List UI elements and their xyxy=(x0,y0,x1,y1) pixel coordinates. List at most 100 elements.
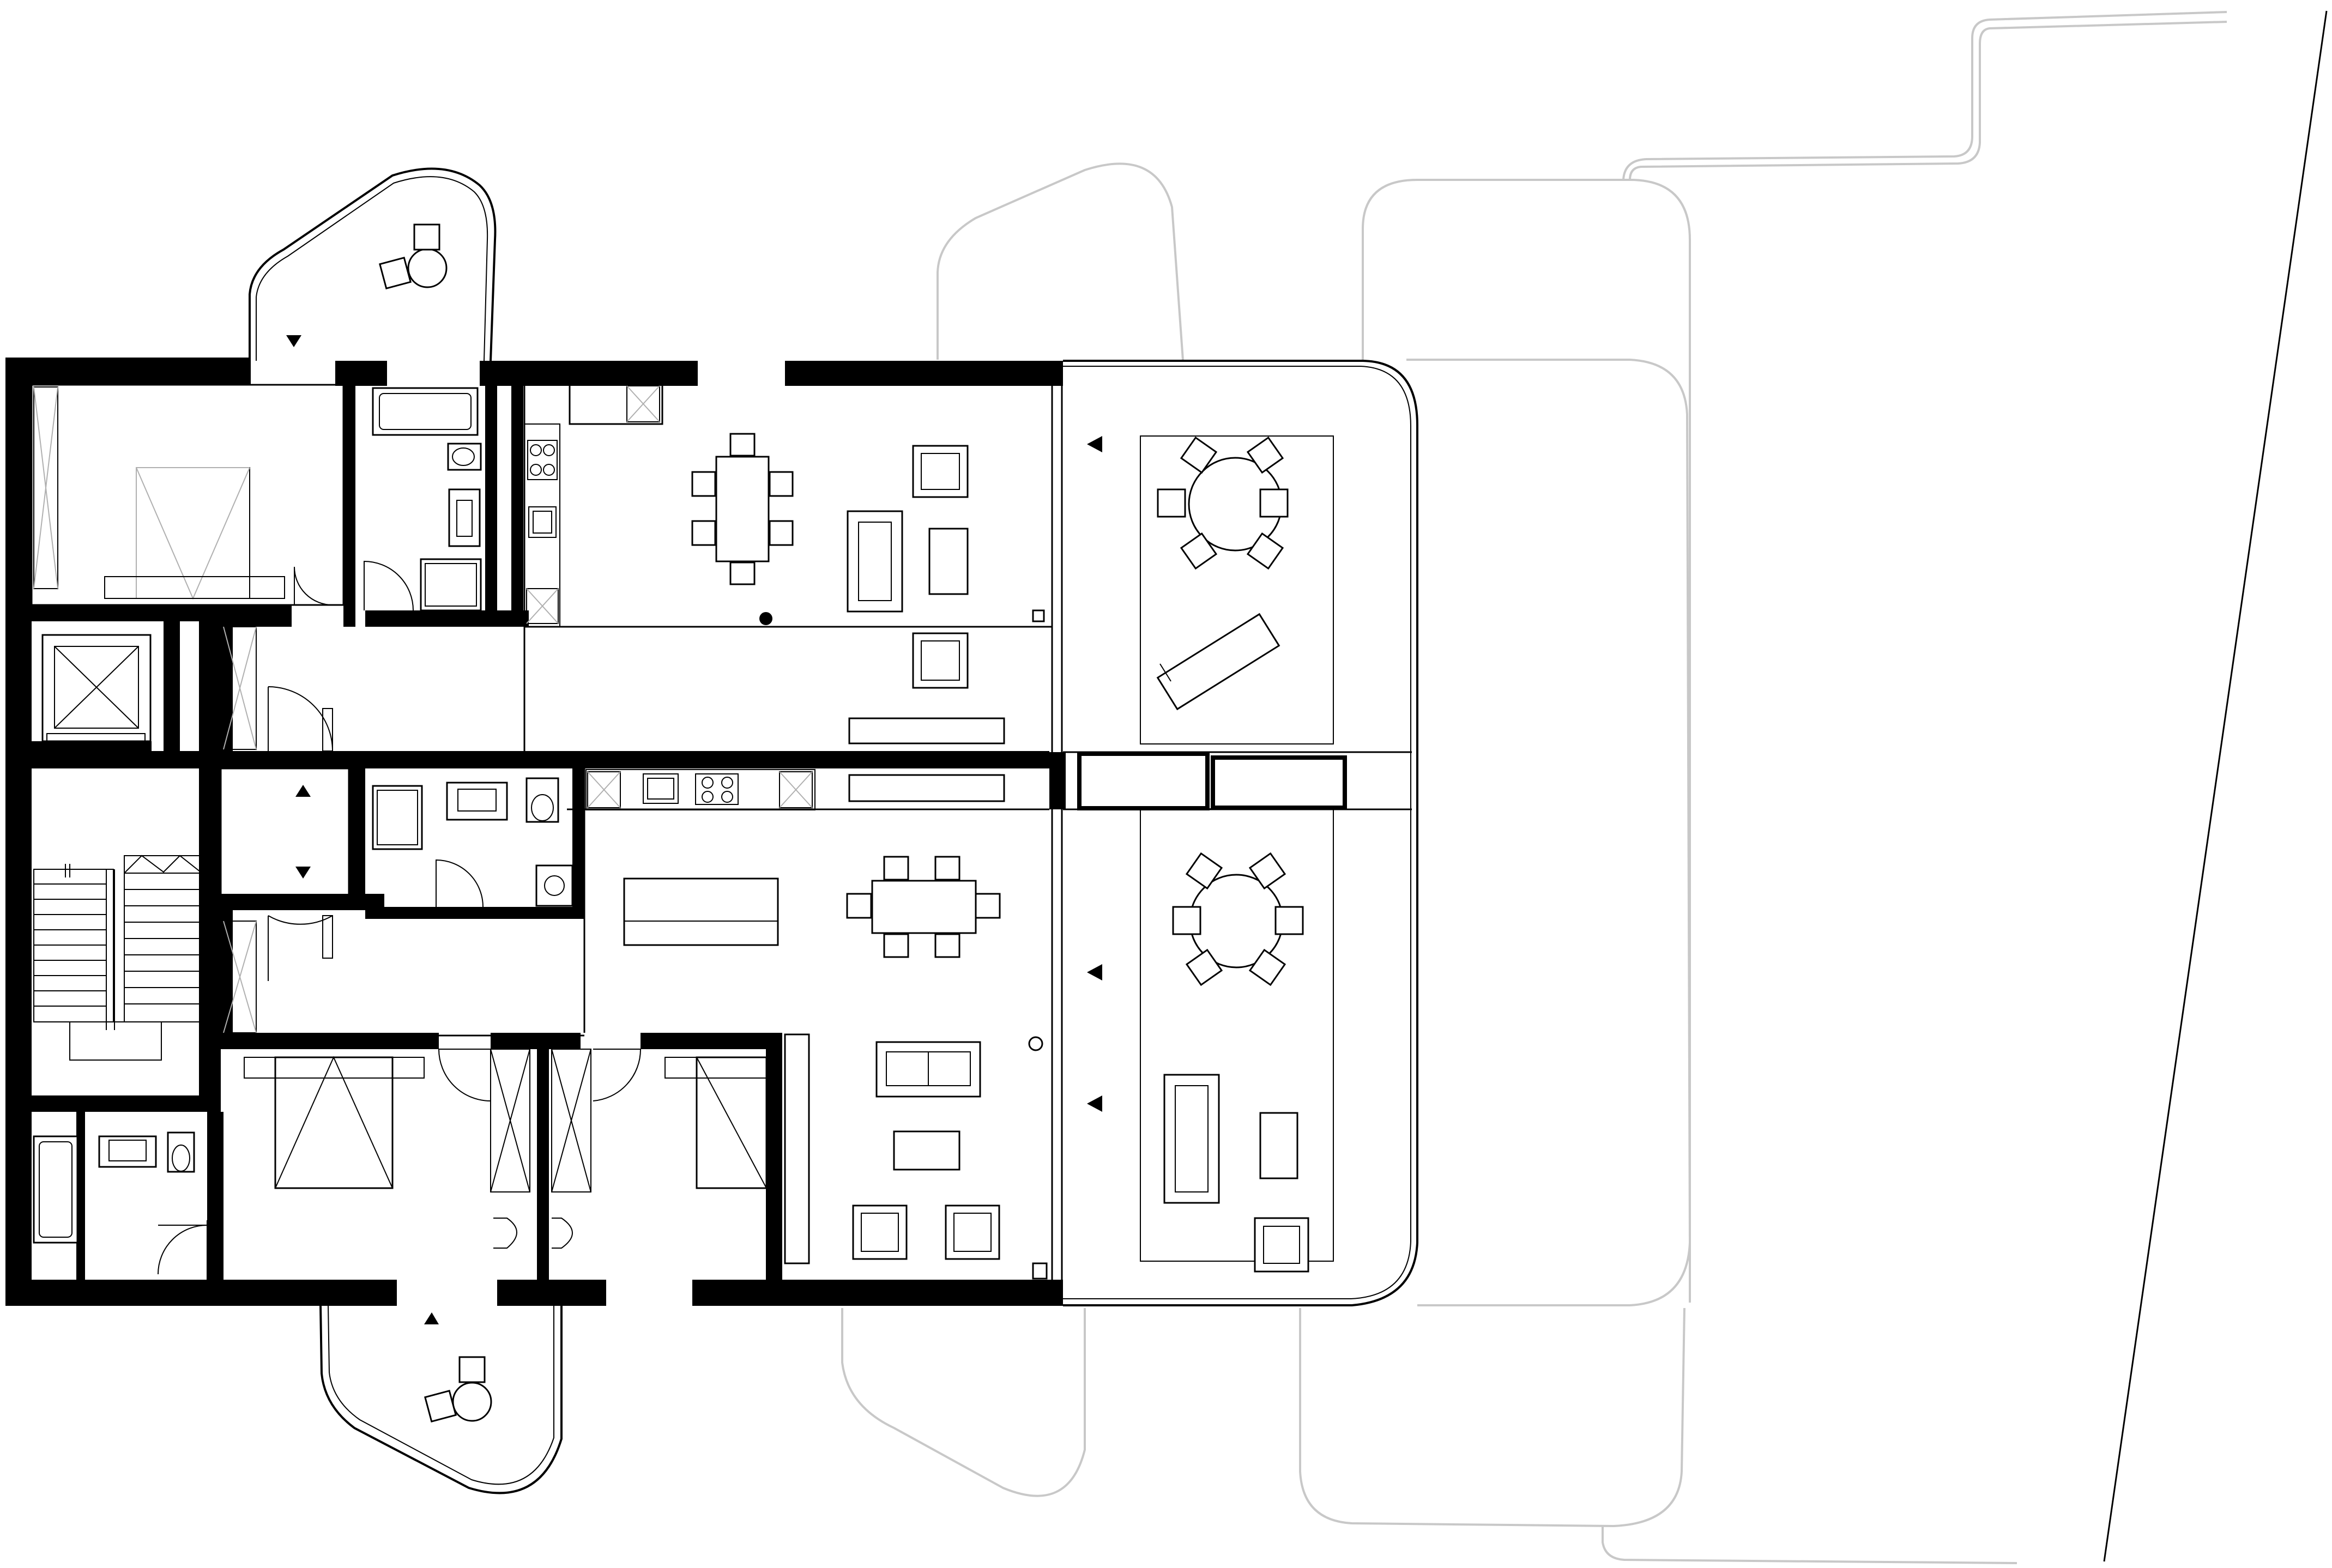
coffee-table-icon xyxy=(893,1130,960,1171)
bathroom-southwest xyxy=(33,1131,213,1280)
door-swing-icon xyxy=(268,915,333,981)
neighbour-block-mid xyxy=(1362,179,1691,1303)
chair-icon xyxy=(1259,488,1289,518)
armchair-icon xyxy=(912,445,969,498)
north-triangle-icon xyxy=(286,335,301,347)
stair-icon xyxy=(33,855,201,1061)
north-triangle-icon xyxy=(424,1312,439,1324)
chair-icon xyxy=(769,471,794,497)
chair-icon xyxy=(378,256,412,290)
chair-icon xyxy=(846,893,872,919)
arrow-marker-icon xyxy=(1087,1095,1102,1112)
door-swing-icon xyxy=(364,560,414,611)
kitchen-counter xyxy=(524,423,560,627)
fridge xyxy=(526,588,559,624)
shower-tray xyxy=(420,558,482,612)
balcony-south-inner xyxy=(328,1305,554,1485)
wardrobe xyxy=(551,1049,591,1192)
terrace-outline xyxy=(1063,360,1418,1306)
sun-lounger-headrest xyxy=(1159,663,1171,682)
walls xyxy=(5,358,1066,1306)
wardrobe xyxy=(490,1049,530,1192)
neighbour-outline-top xyxy=(1622,11,2227,180)
neighbour-block-bottom xyxy=(841,1308,1086,1497)
chair-icon xyxy=(1157,488,1186,518)
chair-icon xyxy=(691,520,716,546)
chair-icon xyxy=(769,520,794,546)
bedroom-northwest xyxy=(31,384,414,611)
chair-icon xyxy=(458,1356,486,1383)
planter xyxy=(1211,755,1347,810)
context-outlines xyxy=(841,10,2328,1564)
toilet-icon xyxy=(167,1131,195,1173)
door-swing-icon xyxy=(294,566,333,606)
bathroom-north xyxy=(372,387,482,612)
table-icon xyxy=(407,248,448,288)
sofa-icon xyxy=(1175,1085,1209,1192)
chair-icon xyxy=(413,223,440,251)
partitions xyxy=(221,386,1063,1280)
balcony-north xyxy=(249,167,497,361)
terrace-outline-inner xyxy=(1063,366,1411,1299)
chair-icon xyxy=(883,856,909,881)
toilet-icon xyxy=(525,777,559,823)
kitchen-counter xyxy=(585,769,815,810)
door-swing-icon xyxy=(436,859,484,907)
core xyxy=(33,626,350,1061)
neighbour-block-bottom-2 xyxy=(1299,1307,1685,1528)
living-north xyxy=(524,385,1045,744)
balcony-north-outline xyxy=(249,167,497,361)
cabinet xyxy=(626,385,660,422)
chair-icon xyxy=(1172,906,1201,935)
door-swing-icon xyxy=(158,1225,208,1275)
arrow-marker-icon xyxy=(295,867,311,879)
terrace-rug-north xyxy=(1140,435,1334,744)
sun-lounger-icon xyxy=(1156,613,1280,711)
cooktop-icon xyxy=(695,773,739,805)
bedroom-southwest xyxy=(244,1049,530,1249)
door-swing-icon xyxy=(268,686,333,752)
site-boundary-line xyxy=(2103,10,2328,1562)
cooktop-icon xyxy=(527,440,558,480)
sink-icon xyxy=(528,506,557,538)
wardrobe xyxy=(223,921,257,1033)
neighbour-block-mid-2 xyxy=(1406,359,1691,1306)
chair-icon xyxy=(1180,436,1218,474)
bed-icon xyxy=(274,1056,394,1189)
arrow-marker-icon xyxy=(1087,436,1102,452)
chair-icon xyxy=(729,561,756,585)
chair-icon xyxy=(729,433,756,457)
shower-tray xyxy=(372,785,423,850)
bathtub-icon xyxy=(33,1135,78,1244)
sofa-icon xyxy=(1163,1074,1220,1204)
terrace xyxy=(1063,360,1418,1306)
chair-icon xyxy=(1180,532,1218,570)
sofa-icon xyxy=(847,510,903,613)
armchair-icon xyxy=(852,1204,908,1260)
washing-machine xyxy=(535,864,573,907)
chair-icon xyxy=(883,933,909,958)
chair-icon xyxy=(1246,532,1284,570)
balcony-south-outline xyxy=(319,1305,563,1494)
kitchen-island xyxy=(623,877,779,946)
bathtub-icon xyxy=(372,387,479,436)
armchair-icon xyxy=(945,1204,1000,1260)
bathroom-middle xyxy=(372,777,573,907)
sink-icon xyxy=(98,1135,157,1168)
chair-icon xyxy=(691,471,716,497)
sink-icon xyxy=(448,488,481,547)
chair-icon xyxy=(934,856,960,881)
sideboard xyxy=(848,717,1005,744)
chair-icon xyxy=(1248,852,1286,890)
door-swing-icon xyxy=(593,1049,642,1101)
column xyxy=(759,612,772,625)
bed-icon xyxy=(136,467,250,599)
wardrobe xyxy=(223,626,257,750)
arrow-marker-icon xyxy=(1087,964,1102,980)
coffee-table-icon xyxy=(1259,1112,1298,1179)
neighbour-outline-bottom xyxy=(1602,1526,2017,1564)
coffee-table-icon xyxy=(928,528,969,595)
bedroom-southeast xyxy=(551,1049,768,1249)
sink-icon xyxy=(446,782,508,821)
chair-icon xyxy=(934,933,960,958)
